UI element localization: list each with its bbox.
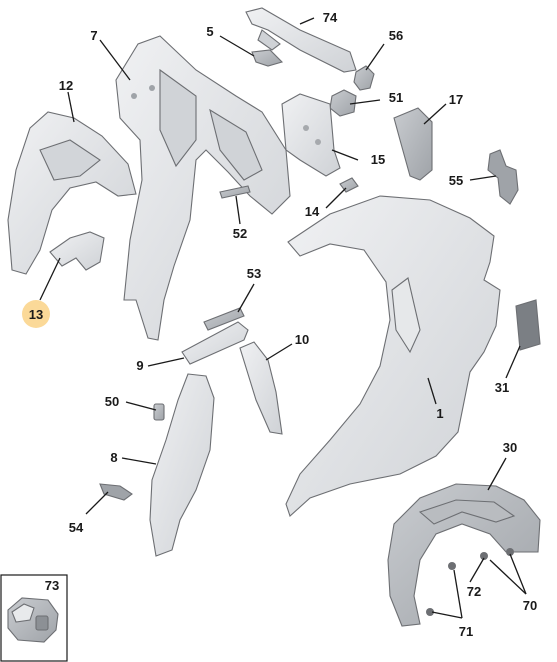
callout-1: 1 <box>436 406 443 421</box>
callout-51: 51 <box>389 90 403 105</box>
callout-13: 13 <box>29 307 43 322</box>
part-17-trim <box>393 107 433 181</box>
part-5-bracket <box>251 49 284 67</box>
part-fasteners <box>426 548 514 616</box>
callout-54: 54 <box>69 520 84 535</box>
part-73-plug <box>7 597 59 643</box>
part-9-sill <box>181 321 249 365</box>
callout-14: 14 <box>305 204 320 219</box>
callout-70: 70 <box>523 598 537 613</box>
callout-50: 50 <box>105 394 119 409</box>
callout-10: 10 <box>295 332 309 347</box>
callout-74: 74 <box>323 10 338 25</box>
part-74-rail-bracket <box>245 7 357 73</box>
callout-17: 17 <box>449 92 463 107</box>
part-13-bracket <box>49 231 105 271</box>
part-53-reinforcement <box>203 307 245 331</box>
part-14-clip <box>339 177 359 193</box>
callout-15: 15 <box>371 152 385 167</box>
part-8-reinforcement <box>149 373 215 557</box>
leader-lines <box>39 17 527 619</box>
callout-53: 53 <box>247 266 261 281</box>
part-55-bracket <box>487 149 519 205</box>
callout-30: 30 <box>503 440 517 455</box>
callout-9: 9 <box>136 358 143 373</box>
callout-55: 55 <box>449 173 463 188</box>
part-52-bracket <box>219 185 251 199</box>
part-51-clip <box>329 89 357 117</box>
part-54-bracket <box>99 483 133 501</box>
part-15-panel <box>281 93 341 177</box>
callout-13-highlight <box>22 300 50 328</box>
part-7-pillar-structure <box>115 35 291 341</box>
part-31-connector <box>515 299 541 351</box>
callout-labels: 74 5 56 7 12 51 17 15 55 14 52 53 13 10 … <box>22 10 537 639</box>
part-1-quarter-panel <box>285 195 501 517</box>
part-56-clip <box>353 65 375 91</box>
part-50-plug <box>153 403 165 421</box>
inset-73: 73 <box>0 574 68 662</box>
part-30-wheel-liner <box>387 483 541 627</box>
callout-73: 73 <box>45 578 59 593</box>
callout-71: 71 <box>459 624 473 639</box>
callout-7: 7 <box>90 28 97 43</box>
callout-12: 12 <box>59 78 73 93</box>
callout-31: 31 <box>495 380 509 395</box>
callout-5: 5 <box>206 24 213 39</box>
callout-52: 52 <box>233 226 247 241</box>
part-10-closing-panel <box>239 341 283 435</box>
callout-56: 56 <box>389 28 403 43</box>
callout-8: 8 <box>110 450 117 465</box>
callout-72: 72 <box>467 584 481 599</box>
part-12-wheelhouse <box>7 111 137 275</box>
